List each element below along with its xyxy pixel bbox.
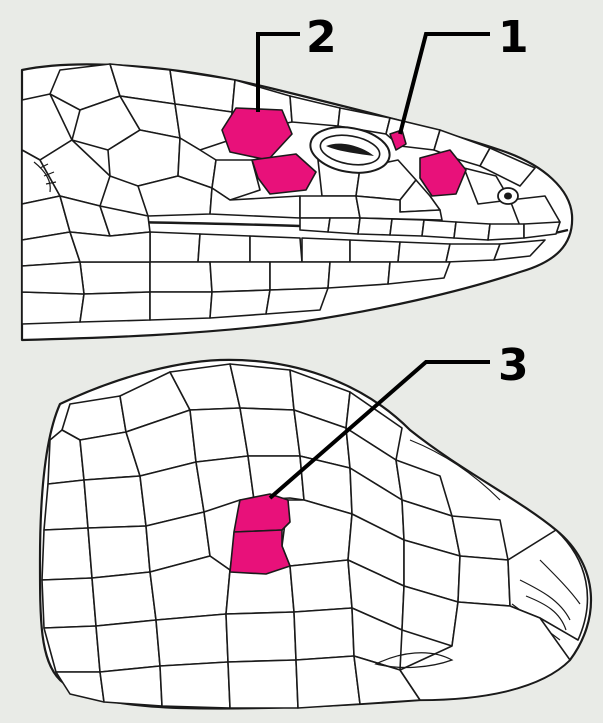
- callout-label-2: 2: [306, 12, 337, 63]
- highlight-scale-3b: [230, 530, 290, 574]
- leader-line-1: [400, 34, 490, 134]
- highlight-scale-3a: [234, 494, 290, 532]
- callout-label-3: 3: [498, 340, 529, 391]
- callout-label-1: 1: [498, 12, 529, 63]
- side-view-head: [22, 34, 572, 340]
- top-view-head: [40, 360, 591, 709]
- nostril: [498, 188, 518, 204]
